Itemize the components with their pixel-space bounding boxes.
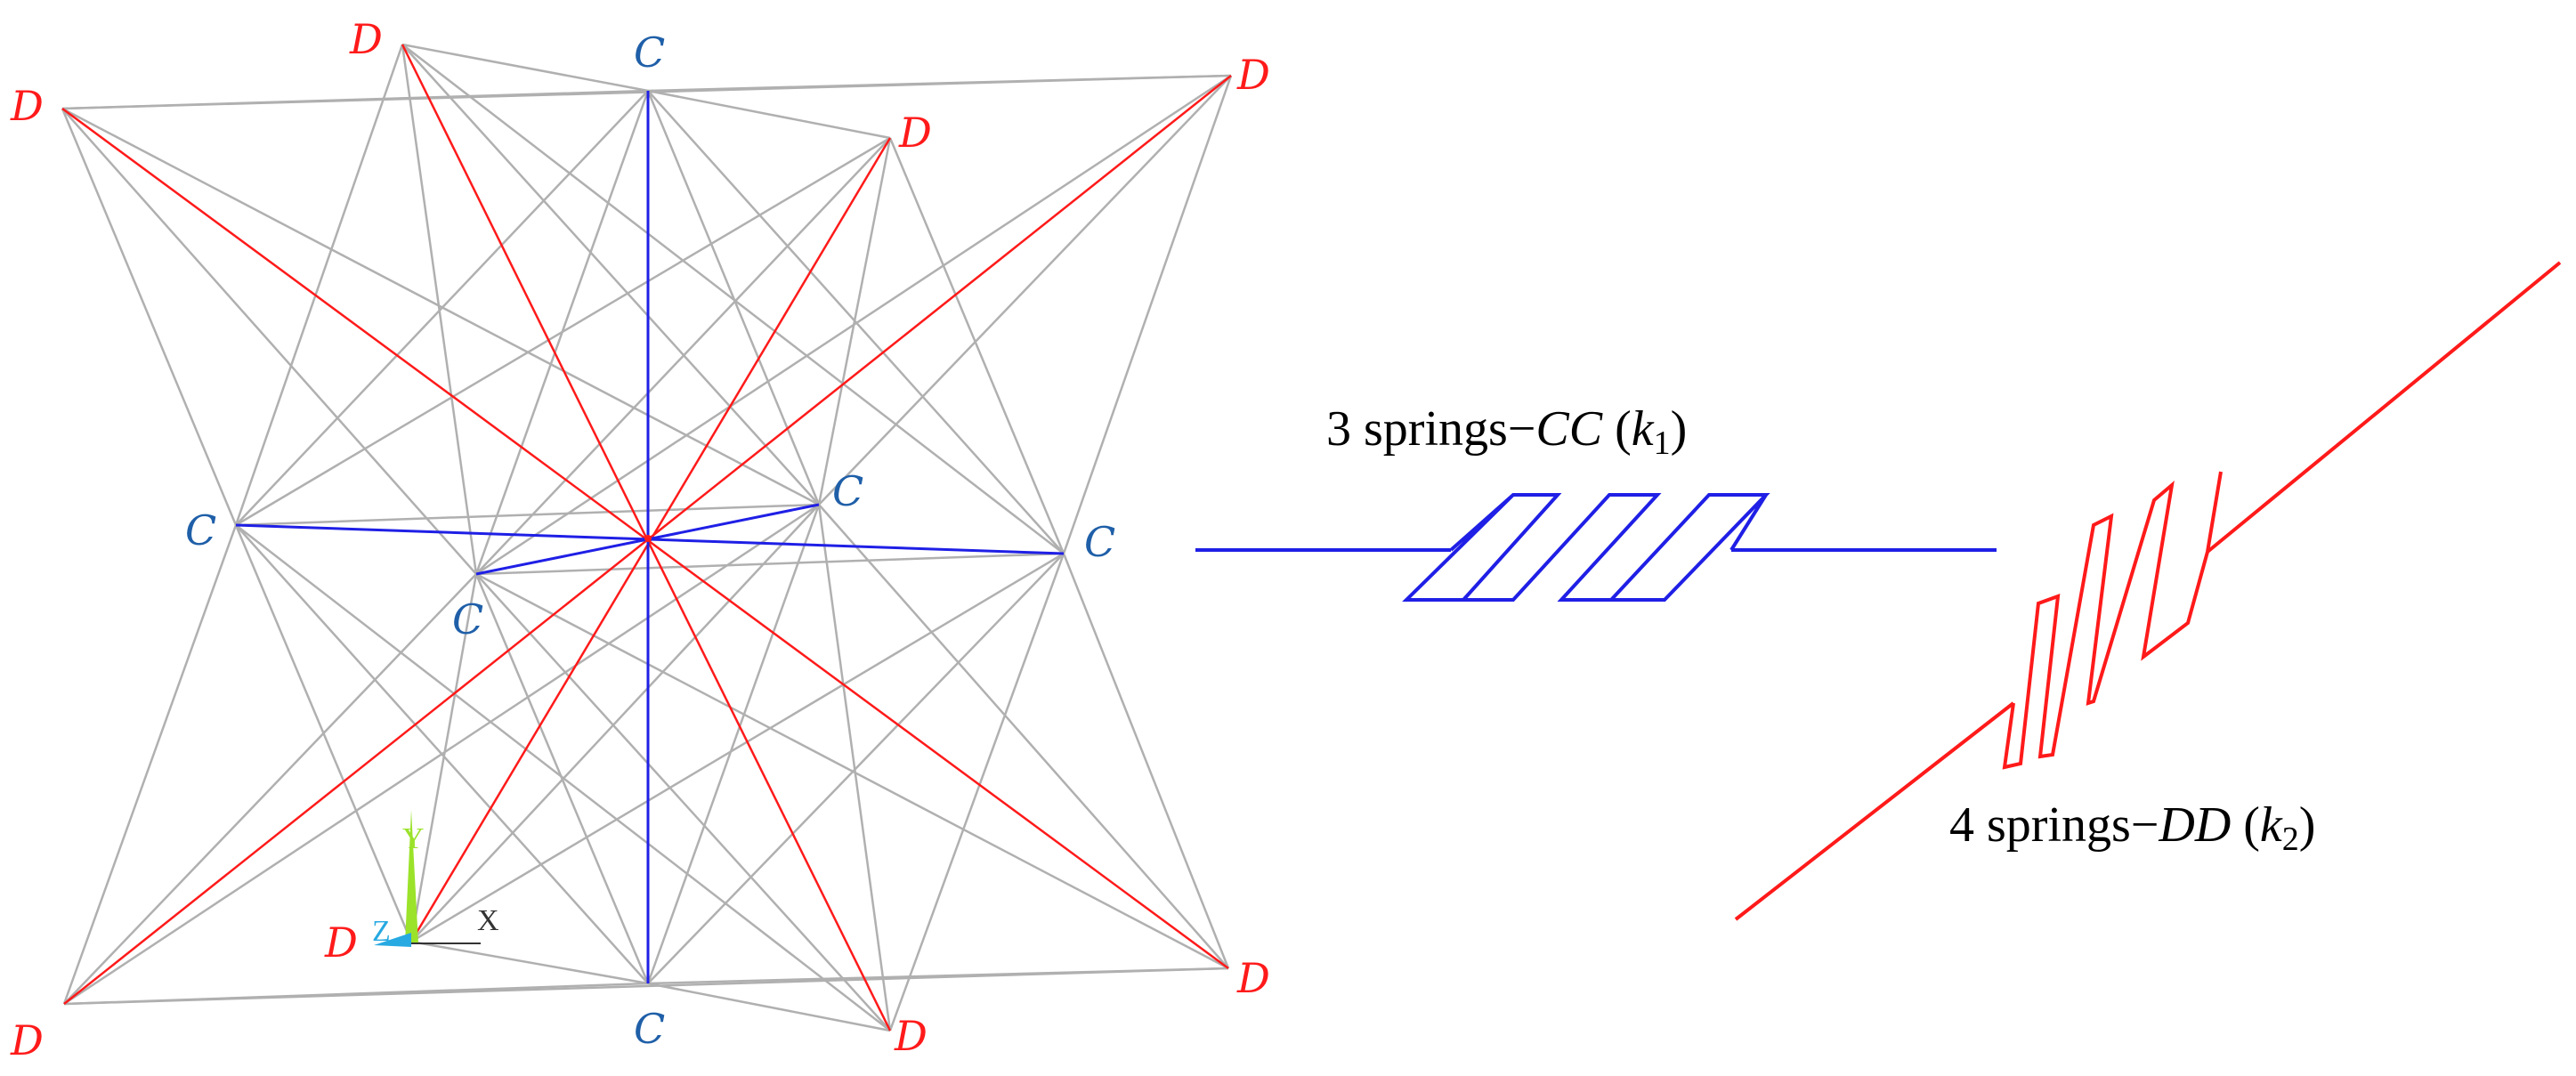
- node-label-c: C: [634, 1005, 665, 1053]
- axis-z-arrow: [374, 933, 411, 947]
- frame-edge: [1062, 553, 1230, 969]
- frame-edge: [646, 504, 821, 984]
- caption-dd-pair: DD: [2158, 797, 2231, 853]
- node-label-d: D: [1236, 51, 1270, 99]
- caption-dd-sub: 2: [2282, 821, 2299, 858]
- frame-edge: [474, 573, 650, 984]
- frame-edge: [475, 137, 891, 575]
- node-label-c: C: [1084, 518, 1115, 566]
- frame-edge: [647, 967, 1229, 985]
- node-label-d: D: [10, 82, 44, 130]
- axis-y-arrow: [405, 810, 418, 943]
- axis-x-label: X: [477, 904, 499, 937]
- frame-edge: [62, 524, 238, 1005]
- frame-edge: [61, 107, 820, 506]
- node-label-c: C: [832, 467, 863, 515]
- caption-cc-k: k: [1632, 401, 1655, 457]
- frame-edge: [235, 524, 649, 984]
- caption-cc-open: (: [1602, 401, 1632, 457]
- frame-edge: [410, 504, 820, 943]
- cc-spring-illustration: [1195, 493, 1997, 602]
- node-label-d: D: [349, 15, 383, 63]
- frame-edge: [646, 90, 821, 506]
- frame-edge: [475, 552, 1065, 576]
- caption-cc-springs: 3 springs−CC (k1): [1326, 401, 1687, 462]
- frame-edge: [234, 44, 404, 526]
- frame-edge: [818, 504, 1229, 969]
- node-label-d: D: [1236, 954, 1270, 1002]
- node-label-d: D: [324, 918, 358, 967]
- node-label-d: D: [10, 1016, 44, 1064]
- lattice-frame-lines: [61, 43, 1233, 1032]
- cc-spring-lines: [235, 91, 1065, 983]
- frame-edge: [235, 90, 649, 526]
- caption-cc-sub: 1: [1654, 425, 1671, 462]
- axis-z-label: Z: [372, 915, 391, 948]
- frame-edge: [410, 552, 1065, 943]
- frame-edge: [474, 90, 650, 575]
- frame-edge: [63, 573, 477, 1005]
- frame-edge: [647, 89, 891, 140]
- node-label-d: D: [898, 109, 932, 157]
- caption-dd-close: ): [2299, 797, 2316, 853]
- frame-edge: [401, 44, 820, 506]
- frame-edge: [647, 90, 1065, 554]
- dd-spring-lead-upper: [2206, 261, 2562, 554]
- coordinate-triad: Y Z X: [372, 810, 499, 948]
- caption-cc-close: ): [1671, 401, 1688, 457]
- frame-edge: [475, 573, 891, 1032]
- frame-edge: [888, 137, 1065, 554]
- axis-y-label: Y: [402, 822, 425, 855]
- frame-edge: [401, 43, 649, 93]
- cc-spring-coil: [1402, 493, 1770, 602]
- frame-edge: [817, 504, 892, 1032]
- frame-edge: [61, 108, 477, 575]
- dd-spring-illustration: [1734, 261, 2562, 921]
- caption-dd-k: k: [2260, 797, 2283, 853]
- caption-cc-pair: CC: [1535, 401, 1602, 457]
- node-label-d: D: [894, 1012, 928, 1060]
- frame-edge: [61, 108, 238, 526]
- node-label-c: C: [185, 506, 216, 554]
- node-label-c: C: [452, 595, 483, 643]
- frame-edge: [475, 74, 1232, 576]
- frame-edge: [61, 89, 649, 110]
- frame-edge: [63, 982, 649, 1006]
- caption-dd-prefix: 4 springs−: [1949, 797, 2159, 853]
- frame-edge: [818, 75, 1232, 506]
- caption-cc-prefix: 3 springs−: [1326, 401, 1535, 457]
- frame-edge: [410, 940, 649, 985]
- frame-edge: [647, 74, 1232, 93]
- frame-edge: [647, 982, 891, 1032]
- frame-edge: [647, 553, 1065, 984]
- frame-edge: [888, 553, 1065, 1032]
- caption-dd-springs: 4 springs−DD (k2): [1949, 797, 2315, 858]
- dd-spring-lead-lower: [1734, 701, 2015, 921]
- dd-spring-coil: [2002, 471, 2223, 770]
- caption-dd-open: (: [2231, 797, 2260, 853]
- center-node: [644, 535, 652, 542]
- node-label-c: C: [634, 28, 665, 77]
- frame-edge: [235, 524, 891, 1032]
- frame-edge: [1062, 75, 1233, 554]
- frame-edge: [235, 503, 820, 527]
- node-labels: D D D D D D D D C C C C C C: [10, 15, 1270, 1064]
